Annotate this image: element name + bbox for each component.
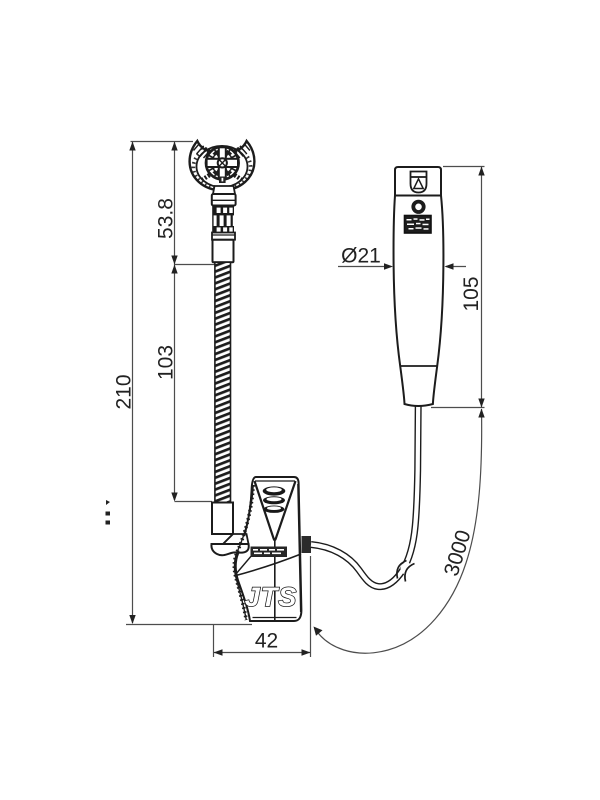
svg-text:3000: 3000 [440, 527, 476, 578]
svg-text:42: 42 [255, 630, 278, 653]
svg-text:JTS: JTS [245, 582, 298, 612]
svg-text:103: 103 [155, 345, 178, 380]
svg-text:210: 210 [113, 374, 136, 409]
svg-text:105: 105 [460, 276, 483, 311]
svg-text:53.8: 53.8 [155, 198, 178, 239]
svg-text:Ø21: Ø21 [341, 245, 381, 268]
